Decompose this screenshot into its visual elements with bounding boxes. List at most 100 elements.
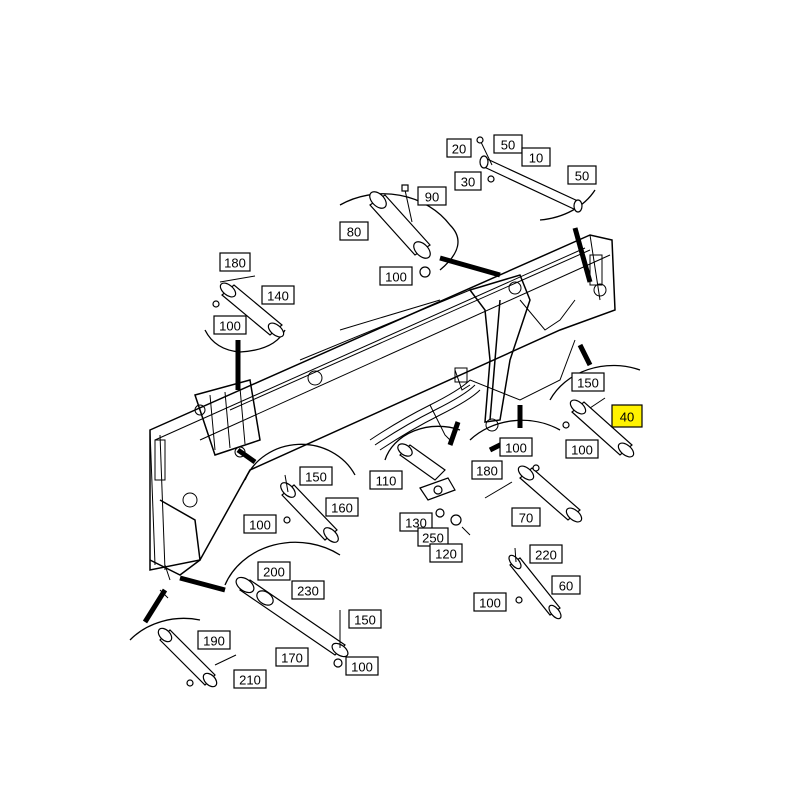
part-label-10: 10 — [521, 147, 551, 167]
pin-140-assembly — [212, 275, 285, 338]
part-label-text: 100 — [479, 596, 501, 611]
part-label-200: 200 — [257, 561, 291, 581]
part-label-50: 50 — [567, 165, 597, 185]
hydraulic-lines — [369, 339, 576, 451]
pin-160-assembly — [280, 474, 339, 543]
part-label-box — [417, 186, 447, 206]
rear-bracket — [194, 379, 261, 458]
part-label-text: 160 — [331, 501, 353, 516]
callout-arcs — [129, 189, 641, 641]
part-label-box — [348, 609, 382, 629]
part-label-100: 100 — [213, 315, 247, 335]
part-label-box — [257, 561, 291, 581]
part-label-text: 120 — [435, 547, 457, 562]
part-label-box — [529, 544, 563, 564]
part-label-text: 20 — [452, 142, 466, 157]
part-label-box — [219, 252, 251, 272]
part-label-text: 200 — [263, 565, 285, 580]
part-label-100: 100 — [499, 437, 533, 457]
part-label-190: 190 — [197, 630, 231, 650]
part-label-text: 150 — [354, 613, 376, 628]
part-label-box — [611, 404, 643, 428]
part-label-150: 150 — [348, 609, 382, 629]
part-label-text: 50 — [575, 169, 589, 184]
part-label-text: 140 — [267, 289, 289, 304]
part-label-box — [493, 134, 523, 154]
part-label-210: 210 — [233, 669, 267, 689]
part-label-100: 100 — [473, 592, 507, 612]
part-label-box — [233, 669, 267, 689]
part-label-box — [213, 315, 247, 335]
part-label-130: 130 — [399, 512, 433, 532]
part-label-120: 120 — [429, 543, 463, 563]
part-label-box — [565, 439, 599, 459]
part-label-text: 250 — [422, 531, 444, 546]
part-label-170: 170 — [275, 647, 309, 667]
part-label-text: 100 — [505, 441, 527, 456]
part-label-text: 230 — [297, 584, 319, 599]
part-label-70: 70 — [511, 507, 541, 527]
pin-10-assembly — [476, 136, 583, 213]
part-label-box — [291, 580, 325, 600]
part-label-box — [499, 437, 533, 457]
part-label-box — [261, 285, 295, 305]
part-label-50: 50 — [493, 134, 523, 154]
pin-70-assembly — [484, 464, 583, 523]
part-label-box — [299, 466, 333, 486]
part-label-160: 160 — [325, 497, 359, 517]
part-label-100: 100 — [379, 266, 413, 286]
part-label-text: 100 — [351, 660, 373, 675]
part-label-text: 10 — [529, 151, 543, 166]
part-label-box — [446, 138, 472, 158]
pin-190-assembly — [157, 589, 237, 688]
part-label-text: 60 — [559, 579, 573, 594]
part-label-140: 140 — [261, 285, 295, 305]
part-label-box — [325, 497, 359, 517]
part-label-box — [471, 460, 503, 480]
part-label-text: 100 — [571, 443, 593, 458]
part-label-150: 150 — [571, 372, 605, 392]
part-label-60: 60 — [551, 575, 581, 595]
part-label-box — [511, 507, 541, 527]
part-label-text: 130 — [405, 516, 427, 531]
pin-230-assembly — [235, 576, 349, 668]
part-label-text: 190 — [203, 634, 225, 649]
part-label-text: 100 — [385, 270, 407, 285]
part-label-text: 50 — [501, 138, 515, 153]
part-label-box — [551, 575, 581, 595]
part-label-100: 100 — [565, 439, 599, 459]
part-label-box — [339, 221, 369, 241]
part-label-box — [275, 647, 309, 667]
part-label-box — [345, 656, 379, 676]
part-label-text: 180 — [476, 464, 498, 479]
part-label-box — [399, 512, 433, 532]
part-label-text: 170 — [281, 651, 303, 666]
lift-cylinder — [468, 274, 607, 432]
part-label-100: 100 — [243, 514, 277, 534]
part-label-100: 100 — [345, 656, 379, 676]
part-label-box — [197, 630, 231, 650]
part-label-text: 90 — [425, 190, 439, 205]
part-label-box — [454, 171, 482, 191]
part-label-text: 210 — [239, 673, 261, 688]
part-label-box — [379, 266, 413, 286]
part-label-180: 180 — [471, 460, 503, 480]
part-label-text: 110 — [376, 474, 397, 489]
part-label-220: 220 — [529, 544, 563, 564]
part-label-text: 30 — [461, 175, 475, 190]
part-label-text: 220 — [535, 548, 557, 563]
part-label-text: 70 — [519, 511, 533, 526]
part-label-90: 90 — [417, 186, 447, 206]
part-label-text: 150 — [577, 376, 599, 391]
part-label-20: 20 — [446, 138, 472, 158]
pin-80-assembly — [369, 184, 431, 278]
part-label-230: 230 — [291, 580, 325, 600]
part-label-box — [571, 372, 605, 392]
part-label-80: 80 — [339, 221, 369, 241]
part-label-150: 150 — [299, 466, 333, 486]
boom-body — [149, 234, 616, 581]
part-label-box — [429, 543, 463, 563]
part-label-text: 100 — [219, 319, 241, 334]
